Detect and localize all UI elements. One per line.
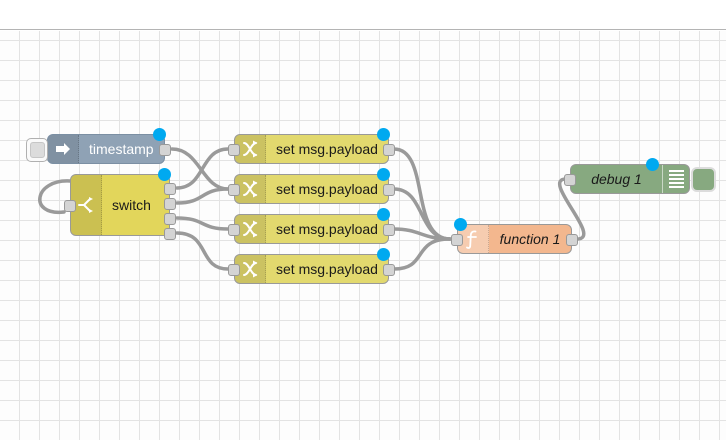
debug-list-line [668,186,684,188]
wire-change-3-to-function [392,227,452,241]
flow-canvas[interactable]: timestamp switch [0,31,726,440]
node-label-function-1: function 1 [499,231,561,247]
node-switch[interactable]: switch [64,168,176,240]
node-function-1[interactable]: function 1 [451,218,578,254]
node-label-debug-1: debug 1 [591,171,642,187]
node-label-change-4: set msg.payload [276,261,378,277]
port-out-function-1[interactable] [566,234,578,246]
shuffle-arrows-icon [235,135,266,163]
status-dot-debug-1 [646,158,659,171]
status-dot-change-1 [377,128,390,141]
status-dot-change-2 [377,168,390,181]
debug-divider [662,165,663,193]
editor-top-strip [0,0,726,30]
port-out-switch-3[interactable] [164,228,176,240]
port-in-change-4[interactable] [228,264,240,276]
debug-list-line [668,170,684,172]
debug-enable-toggle-button[interactable] [691,167,716,192]
port-in-switch[interactable] [64,200,76,212]
port-out-inject[interactable] [159,144,171,156]
wire-switch3-to-change-4 [175,231,230,271]
node-label-switch: switch [112,197,151,213]
wire-switch2-to-change-3 [175,216,230,231]
status-dot-change-4 [377,248,390,261]
node-change-3[interactable]: set msg.payload [228,208,395,244]
node-inject-timestamp[interactable]: timestamp [26,128,171,164]
status-dot-function-1 [454,218,467,231]
shuffle-arrows-icon [235,215,266,243]
status-dot-inject [153,128,166,141]
node-label-change-2: set msg.payload [276,181,378,197]
status-dot-switch [158,168,171,181]
wire-change-2-to-function [392,187,452,241]
status-dot-change-3 [377,208,390,221]
node-debug-1[interactable]: debug 1 [564,158,716,194]
wire-inject-to-change-2 [170,147,230,191]
wire-change-4-to-function [392,237,452,271]
switch-branch-icon [71,175,102,235]
node-label-change-3: set msg.payload [276,221,378,237]
port-out-change-1[interactable] [383,144,395,156]
port-out-switch-0[interactable] [164,183,176,195]
shuffle-arrows-icon [235,175,266,203]
node-change-4[interactable]: set msg.payload [228,248,395,284]
node-change-2[interactable]: set msg.payload [228,168,395,204]
port-out-change-2[interactable] [383,184,395,196]
node-label-change-1: set msg.payload [276,141,378,157]
wire-change-1-to-function [392,147,452,241]
port-out-change-4[interactable] [383,264,395,276]
port-in-change-3[interactable] [228,224,240,236]
node-label-timestamp: timestamp [89,141,154,157]
inject-trigger-glyph [29,142,45,158]
port-in-change-2[interactable] [228,184,240,196]
port-in-change-1[interactable] [228,144,240,156]
port-in-function-1[interactable] [451,234,463,246]
debug-list-line [668,182,684,184]
shuffle-arrows-icon [235,255,266,283]
port-in-debug-1[interactable] [564,174,576,186]
debug-list-icon [663,165,689,193]
debug-list-line [668,178,684,180]
wire-switch1-to-change-2 [175,187,230,205]
inject-arrow-icon [48,135,79,163]
wire-switch0-to-change-1 [175,147,230,190]
port-out-change-3[interactable] [383,224,395,236]
debug-list-line [668,174,684,176]
inject-trigger-button[interactable] [26,138,48,162]
port-out-switch-2[interactable] [164,213,176,225]
function-f-icon [458,225,489,253]
node-change-1[interactable]: set msg.payload [228,128,395,164]
port-out-switch-1[interactable] [164,198,176,210]
